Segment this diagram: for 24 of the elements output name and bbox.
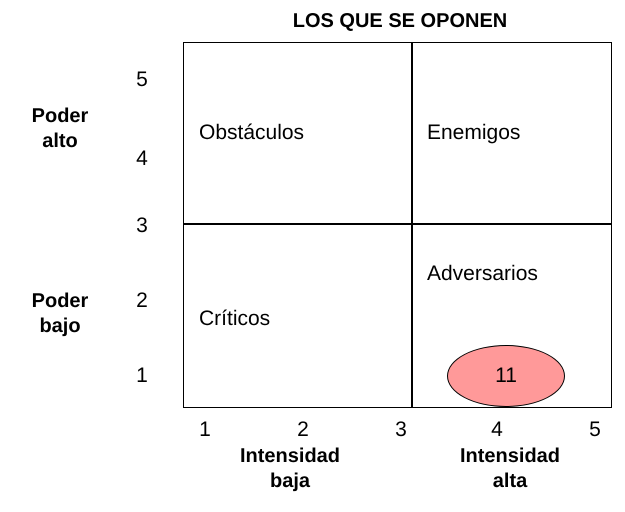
chart-title: LOS QUE SE OPONEN — [292, 9, 508, 34]
x-axis-tick: 4 — [490, 418, 504, 442]
x-axis-tick: 2 — [296, 418, 310, 442]
y-axis-title: Poder alto — [30, 104, 90, 154]
count-label: 11 — [494, 364, 518, 388]
y-axis-tick: 5 — [135, 68, 149, 92]
y-axis-title: Poder bajo — [30, 289, 90, 339]
x-axis-tick: 1 — [198, 418, 212, 442]
quadrant-box — [411, 223, 612, 408]
x-axis-title: Intensidad baja — [238, 444, 341, 494]
y-axis-tick: 3 — [135, 214, 149, 238]
x-axis-title: Intensidad alta — [458, 444, 561, 494]
quadrant-label: Adversarios — [427, 262, 538, 286]
quadrant-label: Críticos — [199, 307, 270, 331]
y-axis-tick: 2 — [135, 289, 149, 313]
quadrant-label: Enemigos — [427, 121, 520, 145]
quadrant-box — [183, 223, 413, 408]
quadrant-box — [183, 42, 413, 225]
x-axis-tick: 3 — [394, 418, 408, 442]
x-axis-tick: 5 — [588, 418, 602, 442]
quadrant-box — [411, 42, 612, 225]
y-axis-tick: 1 — [135, 364, 149, 388]
y-axis-tick: 4 — [135, 147, 149, 171]
quadrant-label: Obstáculos — [199, 121, 304, 145]
